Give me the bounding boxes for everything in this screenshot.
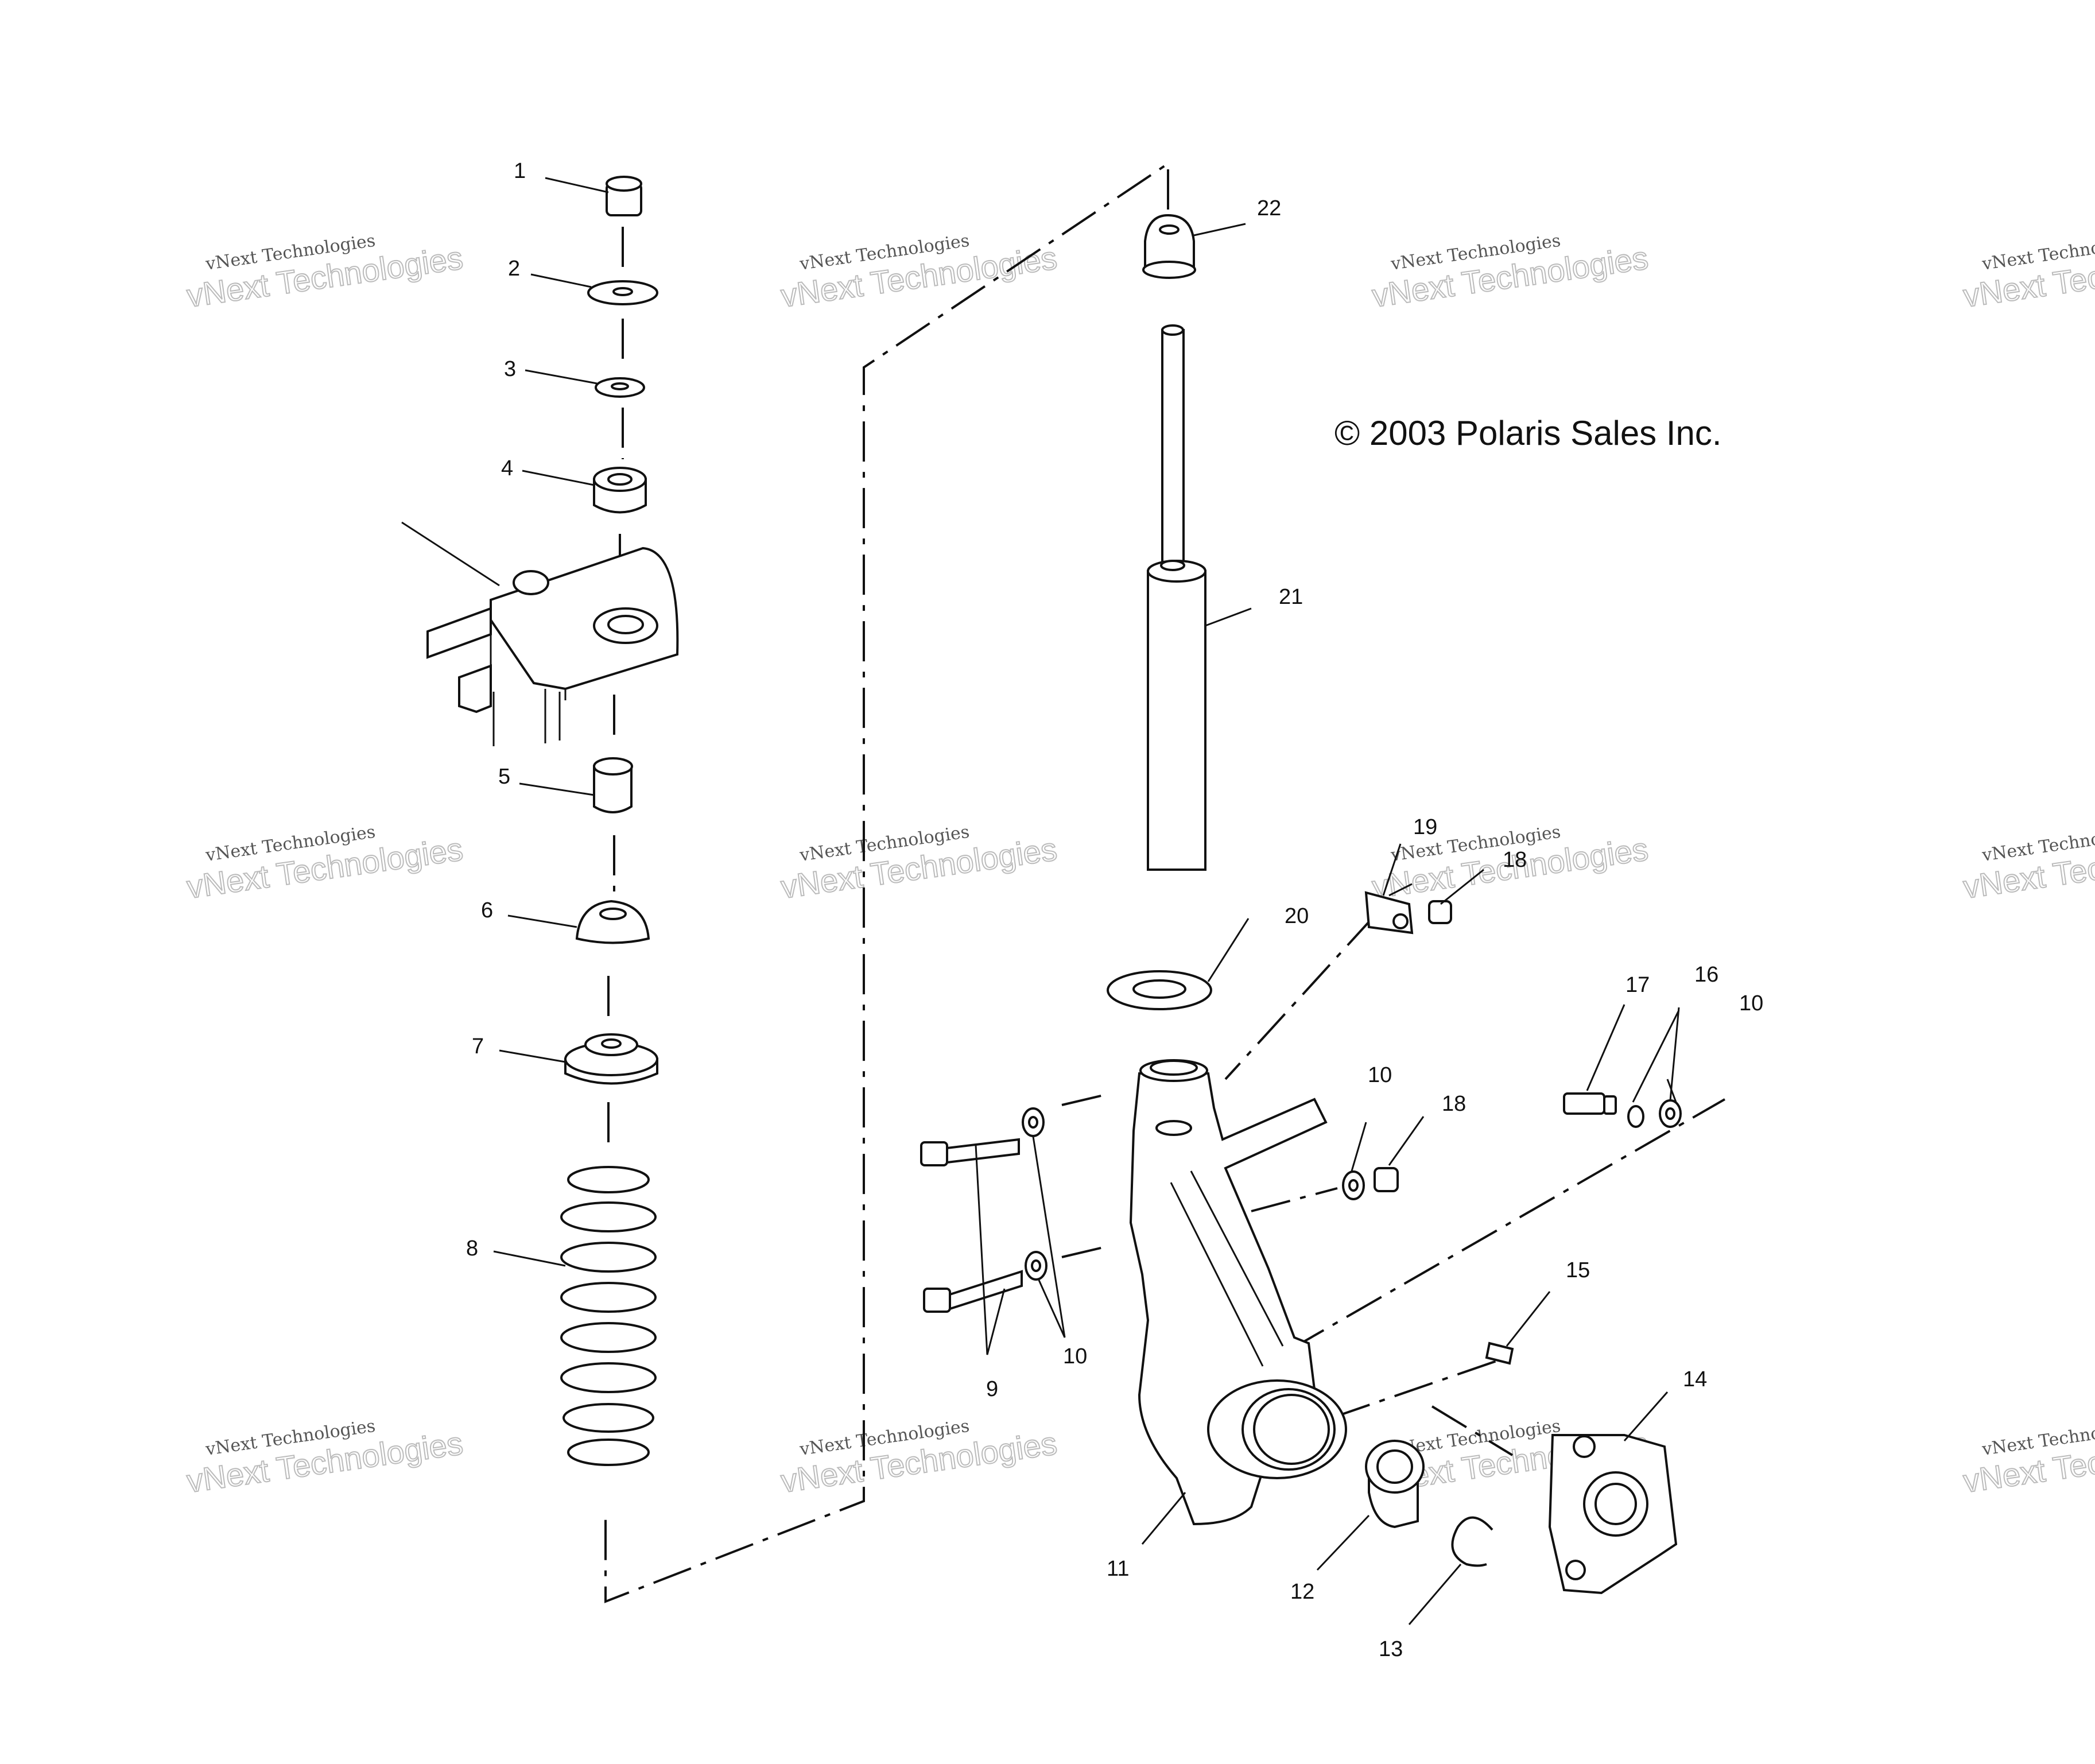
part-12-bearing (1365, 1439, 1425, 1529)
watermark-group: vNext Technologies vNext Technologies vN… (184, 231, 2095, 1500)
part-18-nut (1428, 900, 1452, 924)
part-17-bolt (1563, 1092, 1617, 1115)
part-15-grease-fitting (1485, 1342, 1514, 1365)
frame-bracket (401, 521, 679, 746)
callout-17: 17 (1625, 973, 1650, 997)
part-14-caliper (1548, 1434, 1678, 1595)
part-10-washer (1022, 1107, 1045, 1137)
watermark: vNext Technologies vNext Technologies (184, 231, 466, 315)
copyright-text: © 2003 Polaris Sales Inc. (1334, 414, 1722, 452)
callout-19: 19 (1413, 815, 1437, 839)
callout-14: 14 (1683, 1367, 1707, 1391)
part-2-washer (587, 280, 658, 305)
part-11-steering-knuckle (1129, 1059, 1347, 1526)
part-8-spring (560, 1166, 657, 1466)
part-9-bolt (920, 1138, 1020, 1166)
callout-20: 20 (1285, 904, 1309, 928)
callout-22: 22 (1257, 196, 1281, 220)
callout-21: 21 (1279, 585, 1303, 609)
callout-16: 16 (1694, 963, 1718, 987)
part-10-washer (1342, 1170, 1365, 1200)
callout-15: 15 (1566, 1258, 1590, 1282)
part-19-clip (1364, 891, 1414, 935)
callout-3: 3 (504, 357, 516, 381)
part-20-washer (1107, 970, 1212, 1010)
callout-12: 12 (1290, 1580, 1314, 1604)
part-4-bushing (593, 467, 647, 514)
part-5-spacer (593, 757, 633, 813)
part-6-cup (575, 900, 650, 944)
watermark: vNext Technologies vNext Technologies (1961, 822, 2095, 906)
callout-2: 2 (508, 257, 520, 281)
callout-7: 7 (472, 1034, 484, 1059)
part-22-bump-stop (1142, 214, 1196, 279)
watermark: vNext Technologies vNext Technologies (1961, 231, 2095, 315)
watermark: vNext Technologies vNext Technologies (778, 822, 1060, 906)
part-3-washer (595, 377, 645, 398)
callout-18: 18 (1442, 1092, 1466, 1116)
watermark: vNext Technologies vNext Technologies (1961, 1416, 2095, 1500)
callout-18: 18 (1503, 848, 1527, 872)
callout-10: 10 (1739, 991, 1763, 1015)
callout-1: 1 (514, 159, 526, 183)
callout-11: 11 (1107, 1557, 1129, 1581)
callout-5: 5 (498, 765, 510, 789)
watermark: vNext Technologies vNext Technologies (778, 231, 1060, 315)
leader-lines (493, 177, 1680, 1625)
assembly-lines (604, 161, 1725, 1603)
part-16-washer (1627, 1105, 1644, 1128)
callout-10: 10 (1368, 1063, 1392, 1087)
part-13-snap-ring (1451, 1516, 1493, 1567)
callout-8: 8 (466, 1236, 478, 1261)
watermark: vNext Technologies vNext Technologies (184, 822, 466, 906)
part-9-bolt (923, 1270, 1023, 1313)
part-18-nut (1374, 1167, 1399, 1192)
callout-13: 13 (1379, 1637, 1403, 1661)
callout-9: 9 (986, 1377, 998, 1401)
callout-6: 6 (481, 898, 493, 922)
callout-10: 10 (1063, 1344, 1087, 1368)
part-7-spring-seat (564, 1033, 658, 1085)
part-10-washer (1025, 1251, 1048, 1281)
callout-4: 4 (501, 456, 513, 480)
part-1-nut (606, 176, 642, 216)
part-10-washer (1659, 1099, 1682, 1128)
part-21-strut (1147, 324, 1206, 871)
callout-labels: 1 2 3 4 5 6 7 8 9 10 10 10 11 12 13 14 1… (466, 159, 1763, 1661)
watermark: vNext Technologies vNext Technologies (1369, 231, 1651, 315)
watermark: vNext Technologies vNext Technologies (778, 1416, 1060, 1500)
watermark: vNext Technologies vNext Technologies (184, 1416, 466, 1500)
